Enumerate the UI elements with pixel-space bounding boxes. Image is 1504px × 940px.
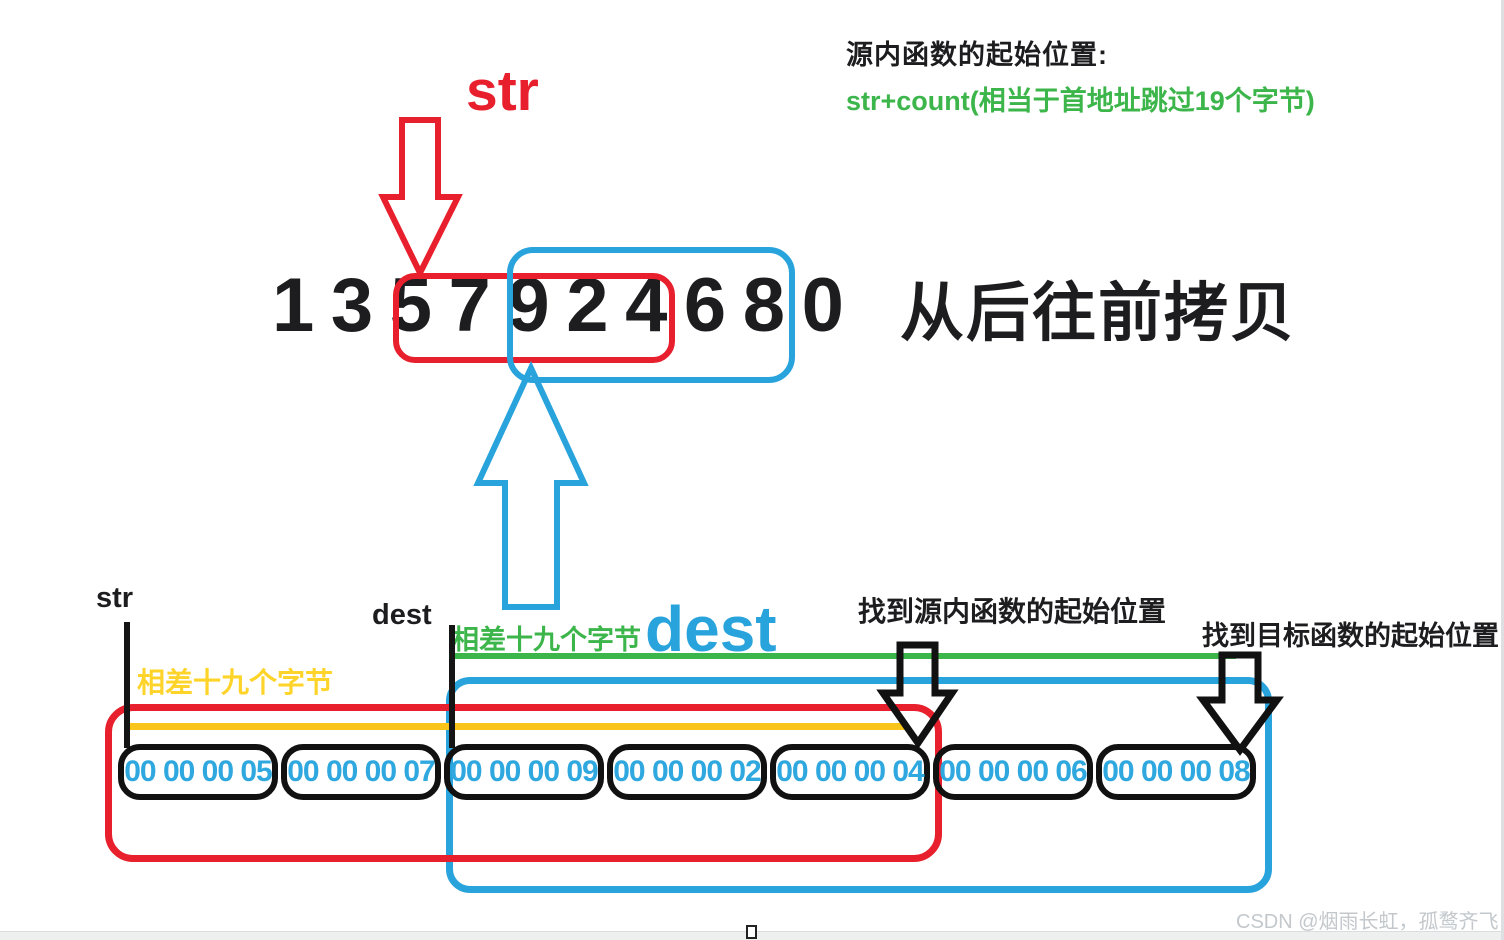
byte-cell: 00 00 00 05 [118,744,278,800]
digit: 3 [330,263,374,348]
memory-str-label: str [96,582,134,614]
source-start-note-formula: str+count(相当于首地址跳过19个字节) [846,86,1315,116]
right-edge-border [1501,0,1504,940]
str-down-arrow-icon [378,117,463,280]
memory-dest-label: dest [372,599,432,631]
dest-pointer-line [449,625,455,748]
find-source-label: 找到源内函数的起始位置 [858,596,1167,627]
memory-byte-row: 00 00 00 05 00 00 00 07 00 00 00 09 00 0… [118,744,1256,800]
copy-direction-heading: 从后往前拷贝 [900,277,1296,349]
digit: 6 [683,263,727,348]
dest-up-arrow-icon [473,360,589,610]
digit: 1 [272,263,315,348]
dest-region-box [507,247,795,383]
text-caret-glyph [746,925,757,939]
digit: 8 [742,263,786,348]
yellow-offset-line [126,723,905,730]
byte-cell: 00 00 00 04 [770,744,930,800]
byte-cell: 00 00 00 07 [281,744,441,800]
digit: 0 [801,263,844,348]
source-start-note-title: 源内函数的起始位置: [846,40,1108,70]
str-pointer-line [124,622,130,748]
dest-big-label: dest [645,593,777,665]
csdn-watermark: CSDN @烟雨长虹，孤鹜齐飞 [1236,911,1499,933]
byte-cell: 00 00 00 02 [607,744,767,800]
byte-cell: 00 00 00 08 [1096,744,1256,800]
str-pointer-label: str [466,59,539,123]
byte-cell: 00 00 00 09 [444,744,604,800]
find-dest-label: 找到目标函数的起始位置 [1202,621,1499,651]
byte-cell: 00 00 00 06 [933,744,1093,800]
source-region-box [393,273,675,363]
green-gap-label: 相差十九个字节 [452,625,641,655]
yellow-gap-label: 相差十九个字节 [137,667,334,698]
green-offset-line [452,653,1236,659]
